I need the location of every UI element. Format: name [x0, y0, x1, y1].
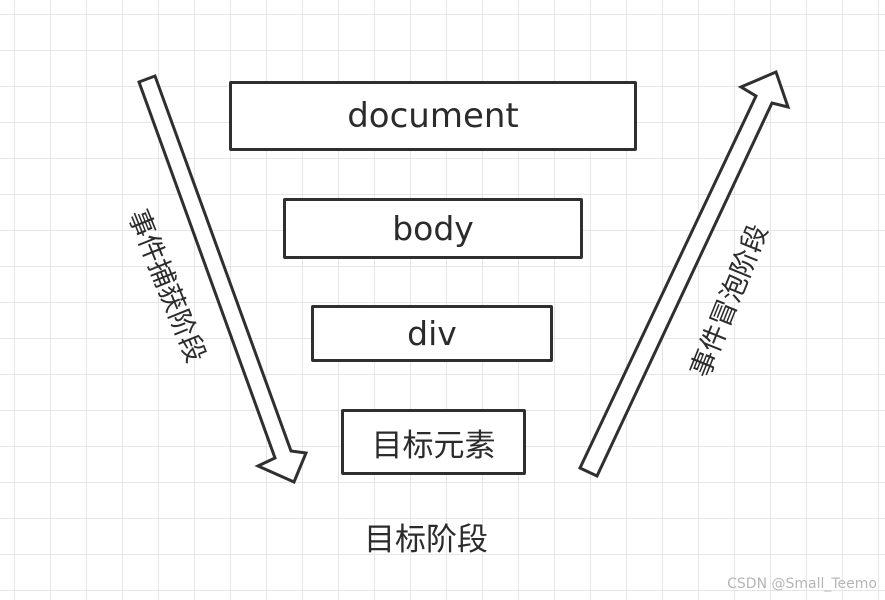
target-phase-label: 目标阶段	[364, 522, 488, 558]
document-box-label: document	[347, 96, 519, 136]
target-element-box-label: 目标元素	[371, 427, 496, 464]
body-box-label: body	[392, 209, 474, 248]
div-box-label: div	[407, 314, 457, 353]
watermark: CSDN @Small_Teemo	[727, 576, 877, 592]
body-box: body	[283, 198, 583, 259]
bubble-arrow-icon	[578, 69, 791, 478]
capture-arrow-icon	[137, 74, 309, 484]
div-box: div	[311, 305, 553, 362]
target-element-box: 目标元素	[341, 409, 526, 475]
document-box: document	[229, 81, 637, 151]
